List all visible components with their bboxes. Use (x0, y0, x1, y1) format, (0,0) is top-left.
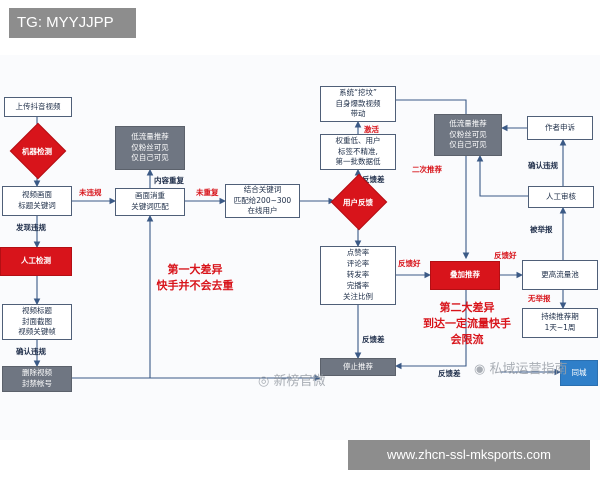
label-not-reported: 无举报 (528, 294, 551, 303)
watermark-right-text: 私域运营指南 (489, 362, 568, 377)
label-feedback-good-1: 反馈好 (398, 259, 421, 268)
label-confirm-violation-2: 确认违规 (528, 161, 558, 170)
node-manual-review: 人工审核 (528, 186, 594, 208)
weibo-icon: ◎ (258, 374, 274, 389)
node-low-flow-recommend-1: 低流量推荐 仅粉丝可见 仅自己可见 (115, 126, 185, 170)
wechat-icon: ◉ (474, 362, 490, 377)
node-low-flow-recommend-2: 低流量推荐 仅粉丝可见 仅自己可见 (434, 114, 502, 156)
node-delete-video: 删除视频 封禁帐号 (2, 366, 72, 392)
label-confirm-violation: 确认违规 (16, 347, 46, 356)
callout-second-gap: 第二大差异 到达一定流量快手 会限流 (423, 301, 511, 346)
node-engagement-metrics: 点赞率 评论率 转发率 完播率 关注比例 (320, 246, 396, 305)
node-blue-box: 同城 (560, 360, 598, 386)
callout-first-gap: 第一大差异 快手并不会去重 (156, 263, 234, 292)
decision-machine-check-label: 机器检测 (22, 147, 52, 156)
node-combine-keywords: 结合关键词 匹配给200~300 在线用户 (225, 184, 300, 218)
label-no-violation: 未违规 (79, 188, 102, 197)
label-content-duplicate: 内容重复 (154, 176, 184, 185)
label-feedback-bad-2: 反馈差 (362, 335, 385, 344)
label-second-recommend: 二次推荐 (412, 165, 442, 174)
decision-user-feedback-label: 用户反馈 (343, 198, 373, 207)
watermark-tag: TG: MYYJJPP (9, 8, 136, 38)
node-video-title-cover: 视频标题 封面截图 视频关键帧 (2, 304, 72, 340)
watermark-left: ◎ 新榜官微 (258, 370, 326, 389)
label-feedback-bad-3: 反馈差 (438, 369, 461, 378)
node-higher-flow-pool: 更高流量池 (522, 260, 598, 290)
label-activate: 激活 (364, 125, 379, 134)
label-reported: 被举报 (530, 225, 553, 234)
watermark-right: ◉ 私域运营指南 (474, 358, 568, 377)
watermark-url: www.zhcn-ssl-mksports.com (348, 440, 590, 470)
node-frame-dedupe-match: 画面消重 关键词匹配 (115, 188, 185, 216)
node-add-recommend: 叠加推荐 (430, 261, 500, 290)
label-feedback-good-2: 反馈好 (494, 251, 517, 260)
label-found-violation: 发现违规 (16, 223, 46, 232)
label-not-duplicate: 未重复 (196, 188, 219, 197)
node-author-appeal: 作者申诉 (527, 116, 593, 140)
watermark-left-text: 新榜官微 (273, 374, 326, 389)
node-system-dig: 系统“挖坟” 自身爆款视频 带动 (320, 86, 396, 122)
node-keep-recommend: 持续推荐期 1天~1周 (522, 308, 598, 338)
node-manual-check: 人工检测 (0, 247, 72, 276)
node-stop-recommend: 停止推荐 (320, 358, 396, 376)
node-upload-video: 上传抖音视频 (4, 97, 72, 117)
node-video-frame-keywords: 视频画面 标题关键词 (2, 186, 72, 216)
label-feedback-bad-1: 反馈差 (362, 175, 385, 184)
node-weight-low: 权重低、用户 标签不精准, 第一批数据低 (320, 134, 396, 170)
